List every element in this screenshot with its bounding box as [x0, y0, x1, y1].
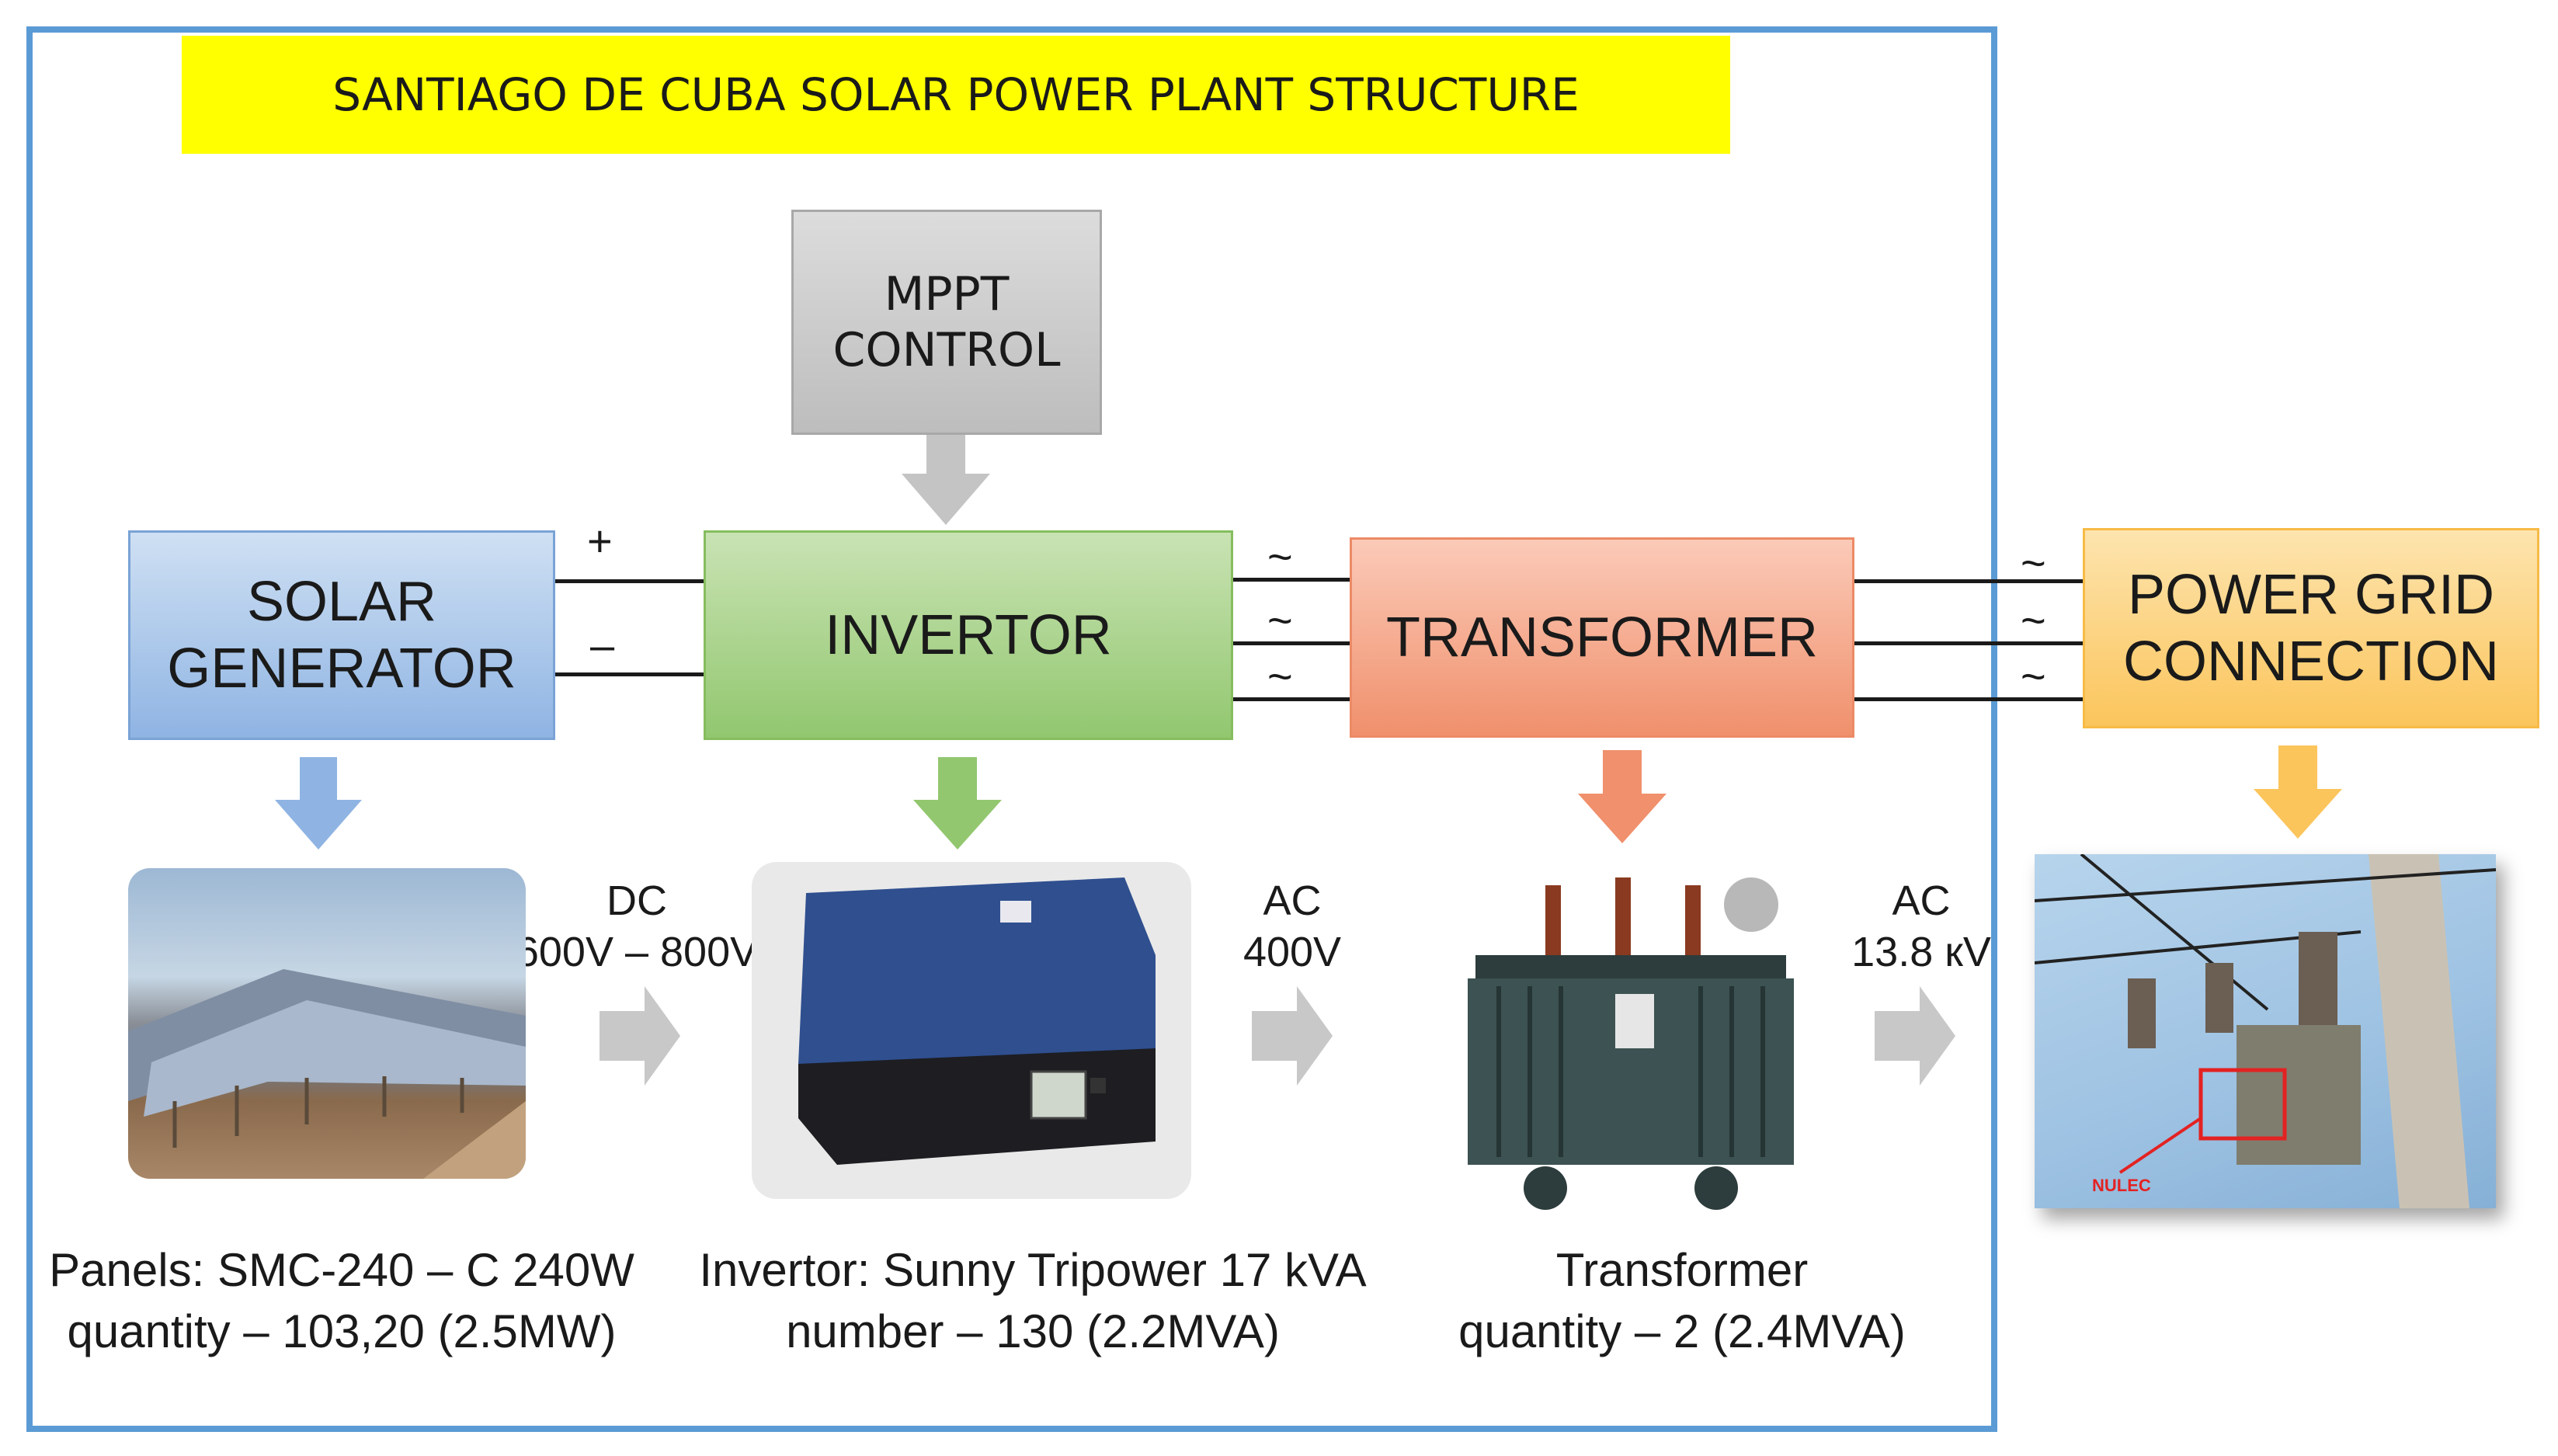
ac400-voltage-label: AC 400V — [1243, 877, 1342, 975]
ac-line-3 — [1233, 697, 1350, 701]
dc-plus-line — [555, 579, 704, 583]
ac400-right-arrow — [1252, 986, 1333, 1086]
ac-symbol-4: ~ — [2021, 538, 2046, 587]
panels-caption: Panels: SMC-240 – C 240W quantity – 103,… — [49, 1244, 634, 1358]
invertor-block: INVERTOR — [704, 530, 1233, 740]
ac-symbol-6: ~ — [2021, 652, 2046, 700]
transformer-illustration — [1468, 877, 1794, 1210]
grid-down-arrow — [2254, 745, 2342, 839]
ac-symbol-3: ~ — [1267, 652, 1293, 700]
invertor-label: INVERTOR — [825, 603, 1112, 666]
nulec-label: NULEC — [2092, 1176, 2151, 1195]
solar-generator-block: SOLAR GENERATOR — [128, 530, 555, 740]
transformer-block: TRANSFORMER — [1350, 537, 1854, 738]
dc-voltage-label: DC 600V – 800V — [515, 877, 759, 975]
solar-generator-label: SOLAR GENERATOR — [167, 570, 516, 700]
transformer-caption: Transformer quantity – 2 (2.4MVA) — [1458, 1244, 1906, 1358]
power-grid-label: POWER GRID CONNECTION — [2123, 563, 2499, 693]
pole-recloser-photo: NULEC — [2035, 854, 2496, 1208]
grid-line-2 — [1854, 641, 2083, 645]
ac-symbol-2: ~ — [1267, 596, 1293, 645]
ac13-voltage-label: AC 13.8 кV — [1851, 877, 1991, 975]
power-grid-block: POWER GRID CONNECTION — [2083, 528, 2539, 728]
mppt-control-block: MPPT CONTROL — [791, 210, 1102, 435]
ac-line-1 — [1233, 578, 1350, 582]
ac-line-2 — [1233, 641, 1350, 645]
mppt-control-label: MPPT CONTROL — [832, 267, 1061, 377]
invertor-caption: Invertor: Sunny Tripower 17 kVA number –… — [699, 1244, 1367, 1358]
mppt-down-arrow — [902, 435, 990, 525]
minus-symbol: – — [590, 620, 615, 669]
transformer-down-arrow — [1578, 750, 1667, 843]
diagram-frame — [26, 26, 1997, 1432]
solar-panel-illustration — [128, 969, 526, 1179]
dc-minus-line — [555, 672, 704, 676]
diagram-title: SANTIAGO DE CUBA SOLAR POWER PLANT STRUC… — [182, 36, 1730, 154]
transformer-label: TRANSFORMER — [1386, 606, 1818, 669]
dc-right-arrow — [600, 986, 680, 1086]
invertor-down-arrow — [913, 757, 1002, 850]
recloser-illustration — [2035, 854, 2496, 1208]
solar-down-arrow — [275, 757, 362, 850]
grid-line-3 — [1854, 697, 2083, 701]
plus-symbol: + — [587, 516, 613, 565]
grid-line-1 — [1854, 579, 2083, 583]
inverter-illustration — [798, 877, 1156, 1165]
inverter-unit-photo — [752, 862, 1191, 1199]
oil-transformer-photo — [1429, 862, 1833, 1219]
ac-symbol-1: ~ — [1267, 532, 1293, 581]
ac13-right-arrow — [1875, 986, 1955, 1086]
solar-panel-array-photo — [128, 868, 526, 1179]
ac-symbol-5: ~ — [2021, 596, 2046, 645]
